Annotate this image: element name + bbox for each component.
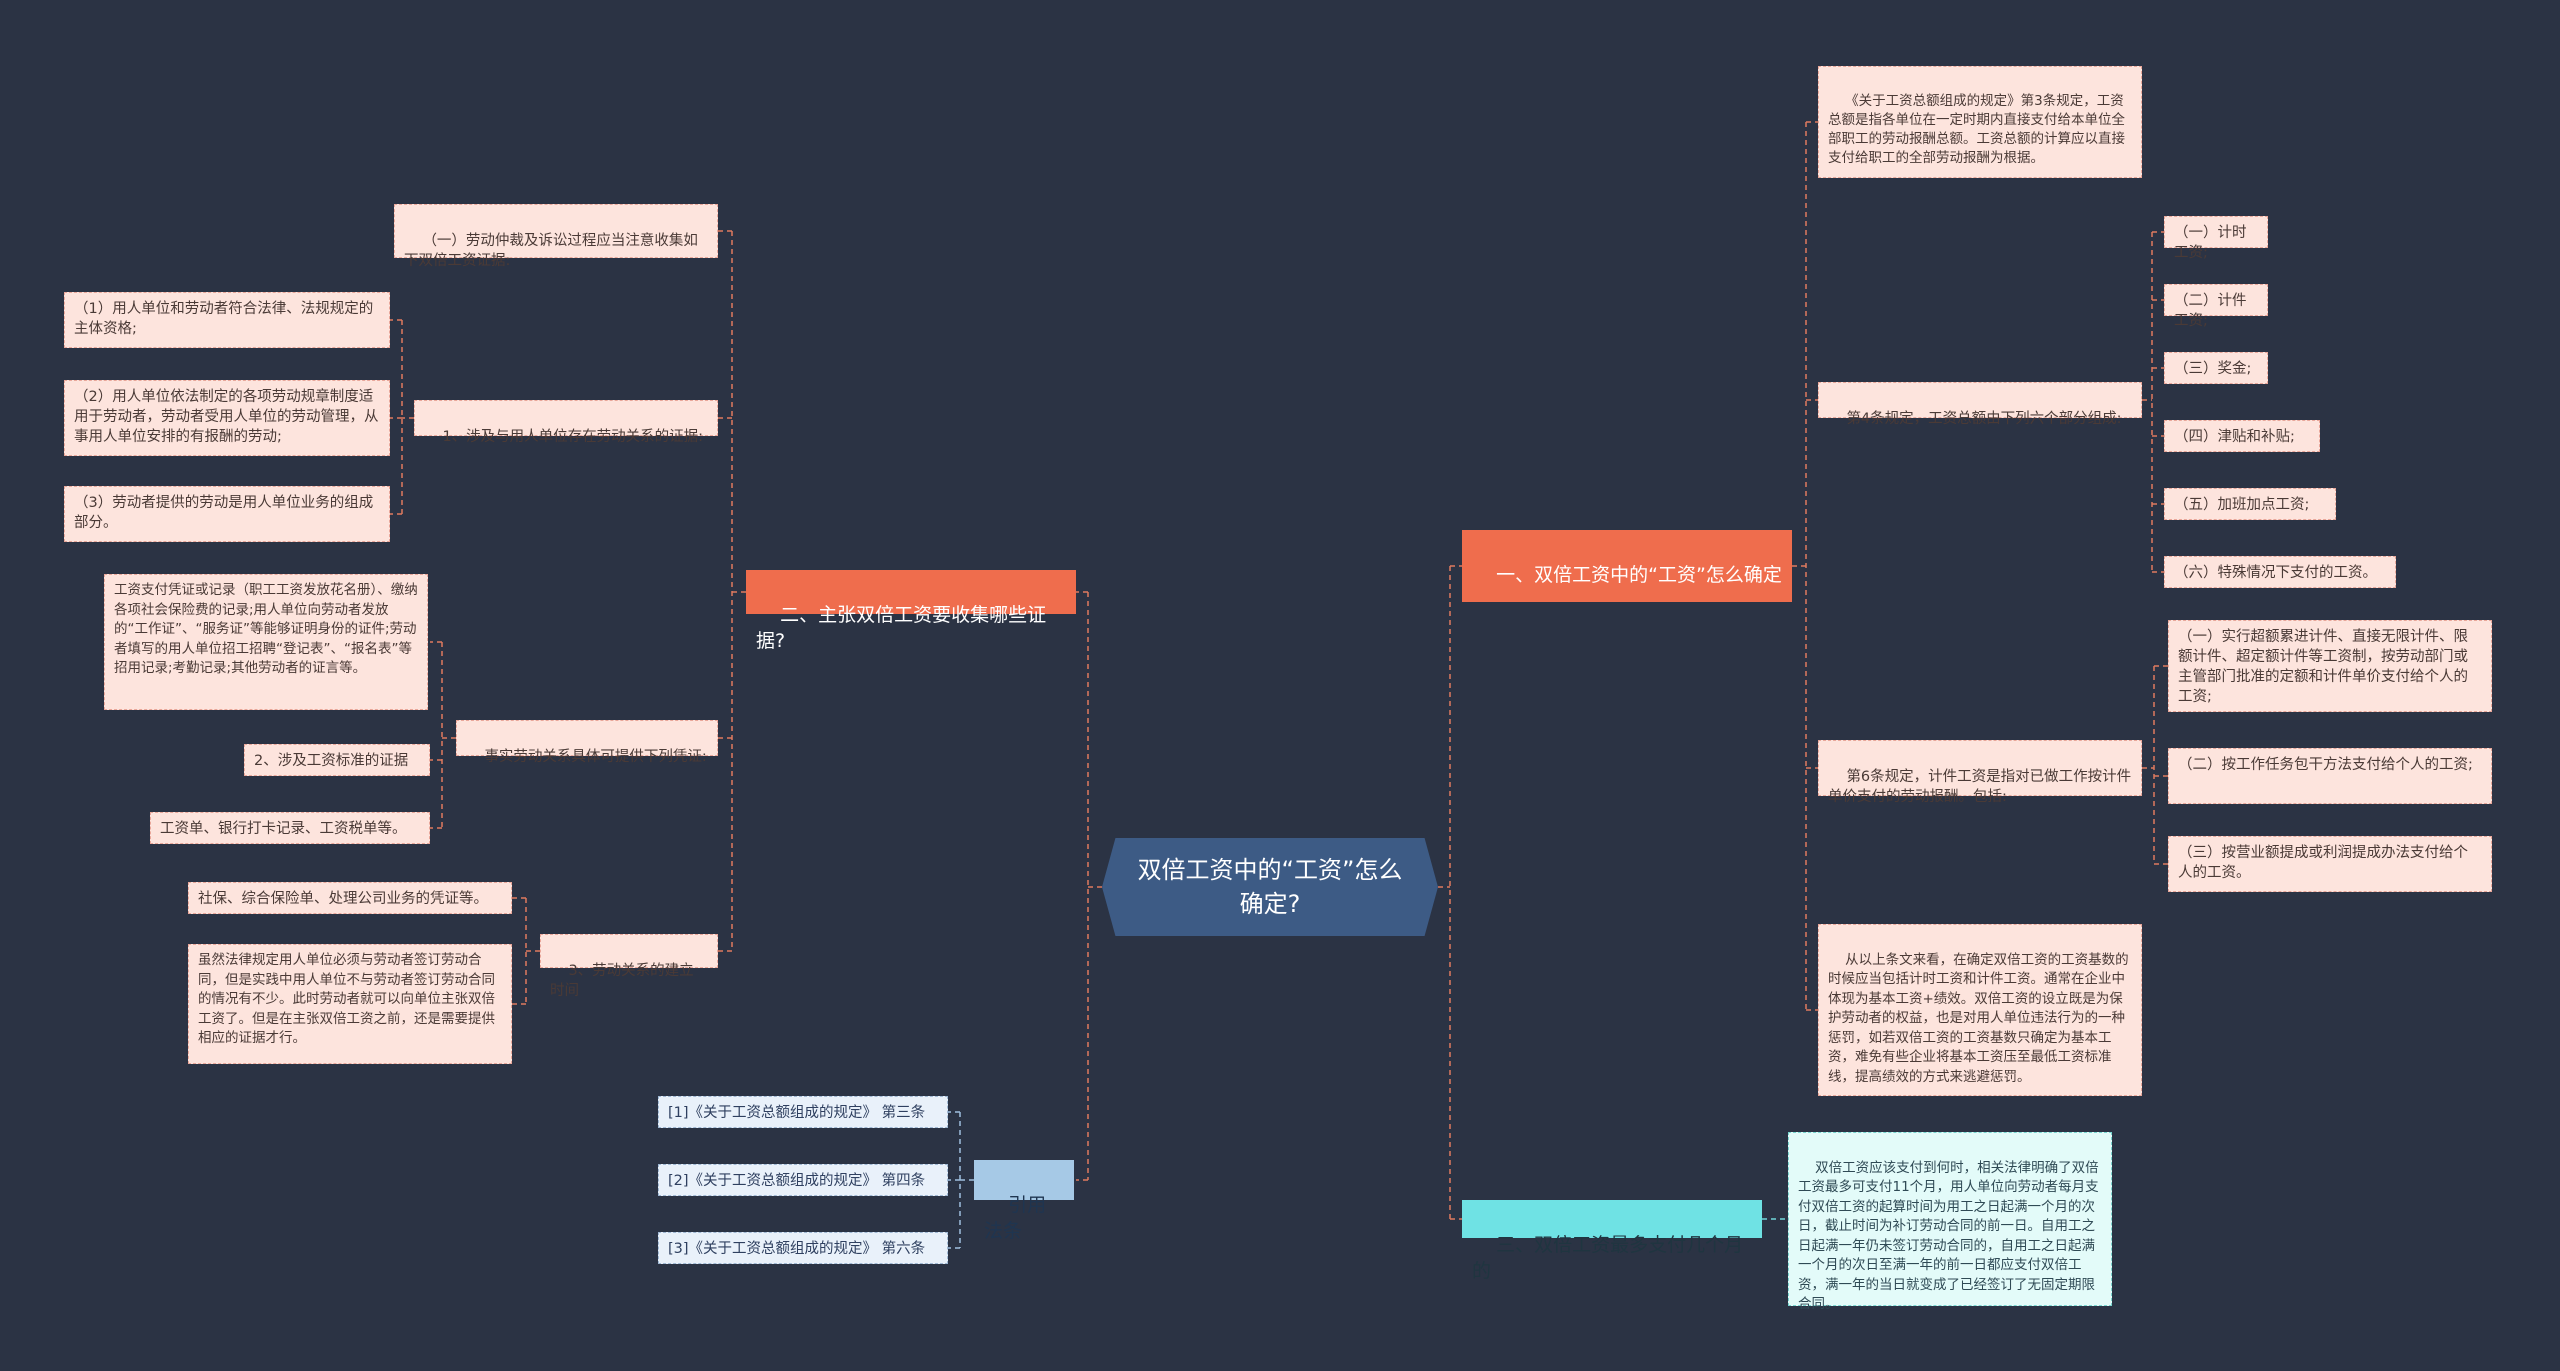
branch-label: 引用法条 (984, 1194, 1047, 1242)
branch-wage-definition[interactable]: 一、双倍工资中的“工资”怎么确定 (1462, 530, 1792, 602)
leaf-group3-label[interactable]: 3、劳动关系的建立时间 (540, 934, 718, 999)
branch-evidence[interactable]: 二、主张双倍工资要收集哪些证据? (746, 570, 1076, 652)
leaf-group1-item[interactable]: （2）用人单位依法制定的各项劳动规章制度适用于劳动者，劳动者受用人单位的劳动管理… (64, 380, 390, 456)
leaf-group2-item[interactable]: 工资单、银行打卡记录、工资税单等。 (150, 812, 430, 844)
branch-label: 三、双倍工资最多支付几个月的 (1472, 1234, 1744, 1282)
leaf-article-4-item[interactable]: （二）计件工资; (2164, 284, 2268, 329)
branch-label: 一、双倍工资中的“工资”怎么确定 (1496, 564, 1782, 586)
leaf-cited-law[interactable]: [2]《关于工资总额组成的规定》 第四条 (658, 1164, 948, 1196)
leaf-article-6-item[interactable]: （三）按营业额提成或利润提成办法支付给个人的工资。 (2168, 836, 2492, 892)
leaf-group3-item[interactable]: 虽然法律规定用人单位必须与劳动者签订劳动合同，但是实践中用人单位不与劳动者签订劳… (188, 944, 512, 1064)
root-node[interactable]: 双倍工资中的“工资”怎么确定? (1102, 838, 1438, 936)
leaf-group3-item[interactable]: 社保、综合保险单、处理公司业务的凭证等。 (188, 882, 512, 914)
leaf-article-4-item[interactable]: （一）计时工资; (2164, 216, 2268, 261)
leaf-cited-law[interactable]: [1]《关于工资总额组成的规定》 第三条 (658, 1096, 948, 1128)
branch-cited-laws[interactable]: 引用法条 (974, 1160, 1074, 1242)
leaf-article-4[interactable]: 第4条规定，工资总额由下列六个部分组成: (1818, 382, 2142, 427)
leaf-group1-item[interactable]: （1）用人单位和劳动者符合法律、法规规定的主体资格; (64, 292, 390, 348)
leaf-article-4-item[interactable]: （六）特殊情况下支付的工资。 (2164, 556, 2396, 588)
root-title: 双倍工资中的“工资”怎么确定? (1137, 856, 1403, 918)
leaf-cited-law[interactable]: [3]《关于工资总额组成的规定》 第六条 (658, 1232, 948, 1264)
leaf-article-4-item[interactable]: （四）津贴和补贴; (2164, 420, 2320, 452)
leaf-summary[interactable]: 从以上条文来看，在确定双倍工资的工资基数的时候应当包括计时工资和计件工资。通常在… (1818, 924, 2142, 1096)
branch-max-months[interactable]: 三、双倍工资最多支付几个月的 (1462, 1200, 1762, 1282)
branch-label: 二、主张双倍工资要收集哪些证据? (756, 604, 1047, 652)
leaf-article-6-item[interactable]: （一）实行超额累进计件、直接无限计件、限额计件、超定额计件等工资制，按劳动部门或… (2168, 620, 2492, 712)
leaf-article-4-item[interactable]: （五）加班加点工资; (2164, 488, 2336, 520)
leaf-article-6[interactable]: 第6条规定，计件工资是指对已做工作按计件单价支付的劳动报酬。包括: (1818, 740, 2142, 805)
leaf-group2-item[interactable]: 工资支付凭证或记录（职工工资发放花名册）、缴纳各项社会保险费的记录;用人单位向劳… (104, 574, 428, 710)
leaf-max-months-text[interactable]: 双倍工资应该支付到何时，相关法律明确了双倍工资最多可支付11个月，用人单位向劳动… (1788, 1132, 2112, 1312)
leaf-evidence-intro[interactable]: （一）劳动仲裁及诉讼过程应当注意收集如下双倍工资证据: (394, 204, 718, 269)
leaf-group2-item[interactable]: 2、涉及工资标准的证据 (244, 744, 430, 776)
leaf-group1-label[interactable]: 1、涉及与用人单位存在劳动关系的证据: (414, 400, 718, 445)
leaf-group1-item[interactable]: （3）劳动者提供的劳动是用人单位业务的组成部分。 (64, 486, 390, 542)
leaf-article-6-item[interactable]: （二）按工作任务包干方法支付给个人的工资; (2168, 748, 2492, 804)
leaf-article-4-item[interactable]: （三）奖金; (2164, 352, 2268, 384)
leaf-group2-label[interactable]: 事实劳动关系具体可提供下列凭证: (456, 720, 718, 765)
leaf-article-3[interactable]: 《关于工资总额组成的规定》第3条规定，工资总额是指各单位在一定时期内直接支付给本… (1818, 66, 2142, 178)
